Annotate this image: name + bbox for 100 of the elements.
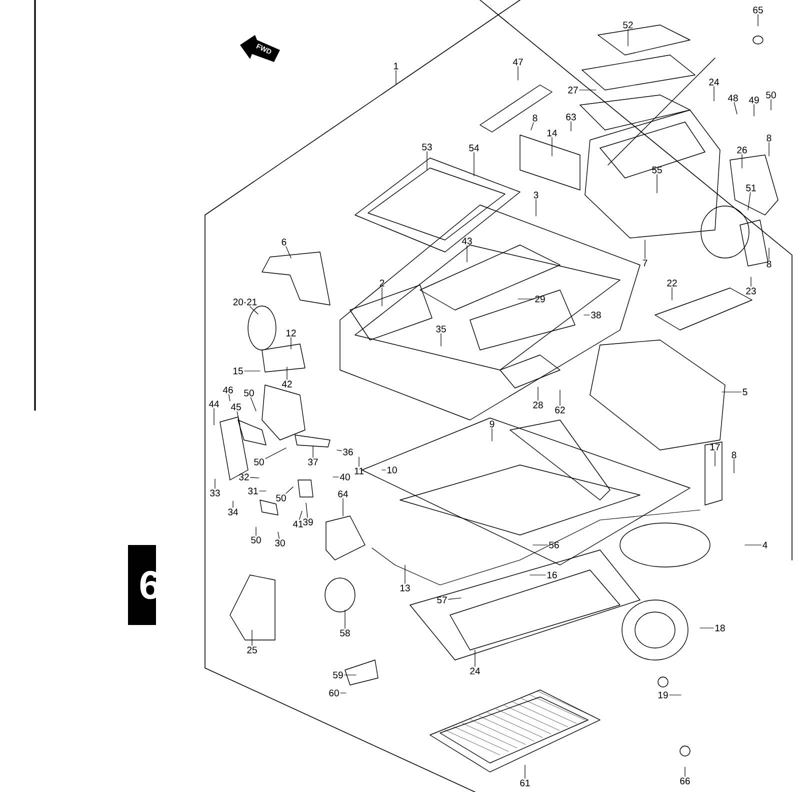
leader-line — [644, 240, 646, 259]
callout-number: 34 — [228, 508, 238, 516]
leader-line — [214, 478, 216, 489]
leader-line — [340, 692, 346, 694]
callout-number: 51 — [746, 184, 756, 192]
callout-number: 66 — [680, 778, 690, 784]
leader-line — [448, 598, 462, 600]
leader-line — [265, 448, 286, 459]
leader-line — [404, 564, 406, 584]
leader-line — [244, 370, 260, 372]
callout-number: 14 — [547, 130, 557, 136]
callout-number: 15 — [233, 368, 243, 374]
callout-number: 31 — [248, 488, 258, 494]
callout-number: 29 — [535, 296, 545, 302]
leader-line — [306, 502, 308, 518]
leader-line — [250, 477, 260, 478]
callout-number: 46 — [222, 386, 233, 394]
leader-line — [684, 766, 686, 777]
callout-number: 8 — [766, 260, 772, 268]
callout-number: 47 — [512, 58, 523, 66]
leader-line — [250, 397, 256, 412]
callout-number: 18 — [715, 624, 725, 632]
callout-number: 24 — [709, 78, 719, 86]
leader-line — [474, 650, 476, 667]
leader-line — [750, 276, 752, 287]
callout-number: 56 — [549, 542, 559, 548]
callout-number: 32 — [239, 474, 249, 480]
leader-line — [768, 142, 770, 156]
callout-number: 12 — [286, 330, 296, 336]
callout-number: 54 — [469, 144, 479, 152]
leader-line — [768, 248, 770, 260]
callout-number: 48 — [728, 94, 738, 102]
callout-number: 50 — [766, 92, 776, 98]
callout-number: 52 — [623, 22, 633, 28]
leader-line — [290, 337, 292, 350]
callout-number: 16 — [547, 572, 557, 578]
callout-number: 53 — [422, 144, 432, 150]
callout-number: 40 — [340, 474, 350, 480]
callout-number: 2 — [380, 280, 384, 286]
callout-number: 50 — [244, 390, 254, 396]
callout-number: 65 — [753, 6, 763, 14]
callout-number: 50 — [254, 458, 264, 466]
leader-line — [286, 366, 288, 380]
callout-number: 9 — [490, 420, 494, 428]
callout-number: 36 — [343, 448, 353, 456]
leader-line — [532, 544, 548, 546]
leader-line — [312, 446, 314, 458]
callout-number: 1 — [394, 62, 398, 70]
callout-number: 5 — [742, 388, 748, 396]
leader-line — [344, 610, 346, 629]
leader-line — [286, 246, 292, 258]
leader-line — [584, 314, 590, 316]
callout-number: 28 — [533, 402, 543, 408]
leader-line — [656, 174, 658, 194]
leader-line — [299, 510, 302, 520]
leader-line — [440, 333, 442, 346]
leader-line — [570, 121, 572, 132]
callout-number: 7 — [642, 260, 648, 266]
leader-line — [530, 574, 546, 576]
callout-number: 44 — [208, 400, 219, 408]
callout-number: 10 — [387, 466, 397, 474]
callout-number: 8 — [732, 452, 736, 458]
callout-number: 61 — [520, 780, 530, 786]
leader-line — [748, 192, 751, 210]
callout-number: 8 — [532, 114, 538, 122]
callout-number: 39 — [303, 518, 313, 526]
callout-number: 23 — [746, 288, 756, 294]
leader-line — [232, 500, 234, 508]
callout-number: 24 — [470, 668, 480, 674]
callout-number: 22 — [667, 280, 677, 286]
callout-number: 63 — [566, 114, 576, 120]
callout-number: 50 — [276, 494, 286, 502]
callout-number: 49 — [748, 96, 759, 104]
callout-number: 50 — [251, 536, 261, 544]
leader-line — [744, 544, 762, 546]
leader-line — [466, 245, 468, 262]
callout-number: 60 — [329, 690, 339, 696]
callout-number: 62 — [555, 406, 565, 414]
leader-line — [669, 694, 682, 696]
callout-number: 42 — [282, 380, 292, 388]
leader-line — [358, 456, 360, 467]
callout-number: 58 — [340, 630, 350, 636]
callout-number: 33 — [210, 490, 220, 496]
callout-number: 38 — [591, 312, 601, 318]
callout-number: 25 — [247, 646, 257, 654]
leader-line — [344, 674, 356, 676]
callout-number: 27 — [568, 86, 578, 94]
callout-number: 20·21 — [233, 298, 257, 306]
leader-line — [518, 298, 534, 300]
callout-number: 30 — [275, 540, 285, 546]
leader-line — [259, 490, 266, 492]
callout-number: 64 — [338, 490, 348, 498]
leader-line — [530, 122, 534, 130]
leader-line — [228, 394, 230, 402]
leader-line — [286, 486, 294, 494]
leader-line — [278, 532, 280, 539]
leader-line — [524, 764, 526, 779]
callout-number: 45 — [230, 404, 241, 410]
callout-number: 3 — [534, 192, 538, 198]
callout-number: 19 — [658, 692, 668, 698]
